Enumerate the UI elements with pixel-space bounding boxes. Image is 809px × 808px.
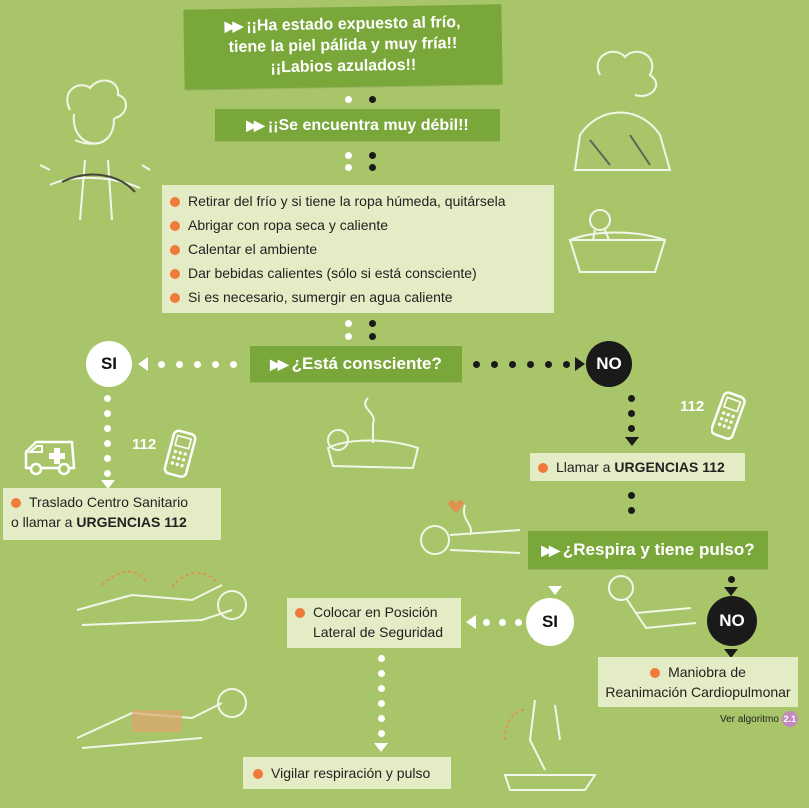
cpr-compression-illustration <box>503 699 597 791</box>
action-item: Dar bebidas calientes (sólo si está cons… <box>170 261 546 285</box>
cpr-box: Maniobra de Reanimación Cardiopulmonar <box>598 657 798 707</box>
phone-number-label: 112 <box>680 398 705 415</box>
conscious-question-box: ▶▶¿Está consciente? <box>250 346 462 382</box>
double-arrow-icon: ▶▶ <box>246 117 264 133</box>
monitor-box: Vigilar respiración y pulso <box>243 757 451 789</box>
action-item: Si es necesario, sumergir en agua calien… <box>170 285 546 309</box>
ambulance-icon <box>24 440 76 476</box>
exposure-line1: ¡¡Ha estado expuesto al frío, <box>246 13 461 35</box>
bathtub-illustration <box>568 209 667 273</box>
cold-person-illustration <box>39 79 151 221</box>
unconscious-person-illustration <box>326 397 420 470</box>
emergency-number: URGENCIAS 112 <box>76 514 187 530</box>
actions-box: Retirar del frío y si tiene la ropa húme… <box>162 185 554 313</box>
action-item: Abrigar con ropa seca y caliente <box>170 213 546 237</box>
double-arrow-icon: ▶▶ <box>270 356 288 372</box>
weak-box: ▶▶¡¡Se encuentra muy débil!! <box>215 109 500 141</box>
arrow-down-icon <box>374 743 388 752</box>
algorithm-badge: 2.1 <box>781 711 798 727</box>
arrow-right-icon <box>575 357 585 371</box>
recovery-position-box: Colocar en Posición Lateral de Seguridad <box>287 598 461 648</box>
weak-text: ¡¡Se encuentra muy débil!! <box>267 117 469 134</box>
recovery-position-illustration <box>76 570 247 626</box>
no-circle: NO <box>586 341 632 387</box>
arrow-down-icon <box>724 649 738 658</box>
action-item: Calentar el ambiente <box>170 237 546 261</box>
yes-circle: SI <box>86 341 132 387</box>
arrow-left-icon <box>466 615 476 629</box>
breathing-question-box: ▶▶¿Respira y tiene pulso? <box>528 531 768 569</box>
arrow-left-icon <box>138 357 148 371</box>
double-arrow-icon: ▶▶ <box>224 17 241 35</box>
person-in-blanket-illustration <box>573 50 672 171</box>
arrow-down-icon <box>625 437 639 446</box>
phone-number-label: 112 <box>132 436 157 453</box>
emergency-number: URGENCIAS 112 <box>614 459 725 475</box>
rolling-person-illustration <box>76 688 247 749</box>
mobile-phone-icon <box>163 429 197 478</box>
conscious-question: ¿Está consciente? <box>291 354 442 373</box>
arrow-down-icon <box>101 480 115 489</box>
cpr-person-illustration <box>608 575 697 630</box>
arrow-down-icon <box>724 587 738 596</box>
yes-circle-2: SI <box>526 598 574 646</box>
transfer-box: Traslado Centro Sanitario o llamar a URG… <box>3 488 221 540</box>
double-arrow-icon: ▶▶ <box>541 542 559 558</box>
pulse-check-illustration <box>420 500 521 555</box>
mobile-phone-icon <box>711 391 746 440</box>
call-emergency-box: Llamar a URGENCIAS 112 <box>530 453 745 481</box>
arrow-down-icon <box>548 586 562 595</box>
breathing-question: ¿Respira y tiene pulso? <box>562 540 755 559</box>
action-item: Retirar del frío y si tiene la ropa húme… <box>170 189 546 213</box>
transfer-line1: Traslado Centro Sanitario <box>29 494 189 510</box>
no-circle-2: NO <box>707 596 757 646</box>
exposure-box: ▶▶¡¡Ha estado expuesto al frío, tiene la… <box>183 4 503 90</box>
